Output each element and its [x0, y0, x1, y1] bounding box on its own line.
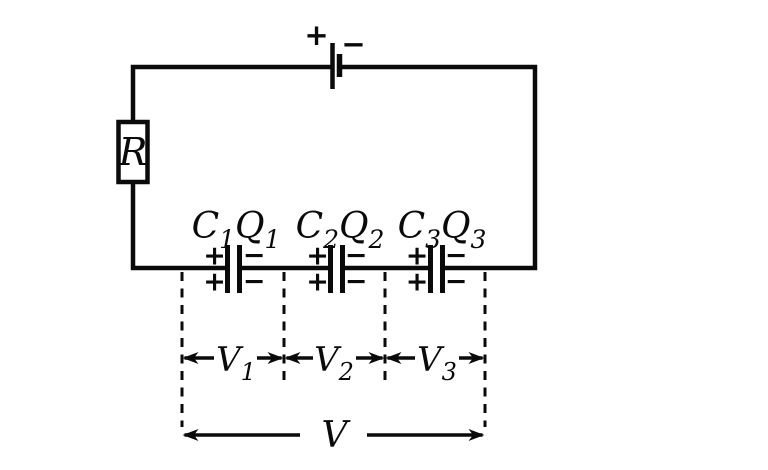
cap2-label-q-sub: 2: [368, 225, 385, 254]
v1-label-v: V: [216, 340, 244, 380]
cap1-plus-bottom: +: [203, 267, 226, 298]
cap2-minus-bottom: −: [345, 266, 368, 297]
v-total-label: V: [322, 415, 352, 456]
cap2-label-c-sub: 2: [322, 225, 339, 254]
cap2-label-c: C: [296, 206, 324, 247]
cap2-label: C2Q2: [296, 206, 385, 254]
cap3-label: C3Q3: [398, 206, 487, 254]
cap3-plus-bottom: +: [406, 267, 429, 298]
v3-label: V3: [417, 340, 457, 386]
resistor-label: R: [118, 130, 148, 174]
cap3-plus-top: +: [406, 241, 429, 272]
cap3-label-q-sub: 3: [471, 225, 487, 254]
cap1-label-q-sub: 1: [265, 225, 281, 254]
wire-left-lower-and-bottom-1: [130, 182, 228, 271]
v1-label-sub: 1: [241, 358, 256, 386]
wire-top-left-and-left-upper: [130, 64, 331, 122]
cap2-plus-top: +: [306, 241, 329, 272]
cap1-label-c: C: [192, 206, 220, 247]
cap3-label-c-sub: 3: [425, 225, 441, 254]
cap2-label-q: Q: [339, 206, 369, 247]
wire-bottom-4-right-and-top-right: [342, 64, 538, 271]
cap3-minus-top: −: [445, 240, 468, 271]
v2-label-v: V: [314, 340, 342, 380]
v3-label-v: V: [417, 340, 445, 380]
battery-minus-label: −: [341, 27, 365, 61]
cap1-label: C1Q1: [192, 206, 281, 254]
v3-label-sub: 3: [442, 358, 457, 386]
resistor-box: [116, 119, 150, 185]
v1-label: V1: [216, 340, 256, 386]
cap1-plus-top: +: [203, 241, 226, 272]
cap1-minus-top: −: [243, 240, 266, 271]
cap1-label-q: Q: [235, 206, 265, 247]
cap3-label-q: Q: [441, 206, 471, 247]
cap3-minus-bottom: −: [445, 266, 468, 297]
battery-plus-label: +: [304, 18, 328, 52]
cap1-minus-bottom: −: [243, 266, 266, 297]
cap3-label-c: C: [398, 206, 426, 247]
cap2-plus-bottom: +: [306, 267, 329, 298]
cap2-minus-top: −: [345, 240, 368, 271]
v2-label-sub: 2: [338, 358, 354, 386]
cap1-label-c-sub: 1: [219, 225, 235, 254]
v2-label: V2: [314, 340, 354, 386]
